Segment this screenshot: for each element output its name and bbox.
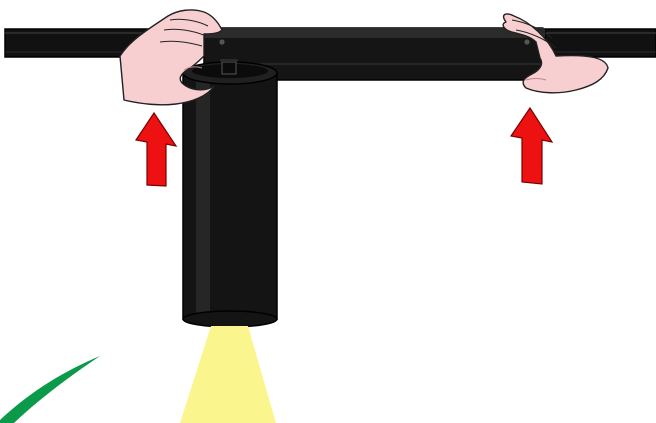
left-hand <box>119 9 223 106</box>
right-hand <box>502 13 609 94</box>
screw-icon <box>524 39 530 45</box>
check-mark-icon <box>0 356 100 423</box>
light-beam <box>180 326 276 423</box>
adapter-housing <box>203 27 546 81</box>
arrow-up-icon <box>134 111 178 187</box>
screw-icon <box>219 39 225 45</box>
arrow-up-icon <box>509 106 554 185</box>
spotlight-cylinder <box>182 61 278 328</box>
